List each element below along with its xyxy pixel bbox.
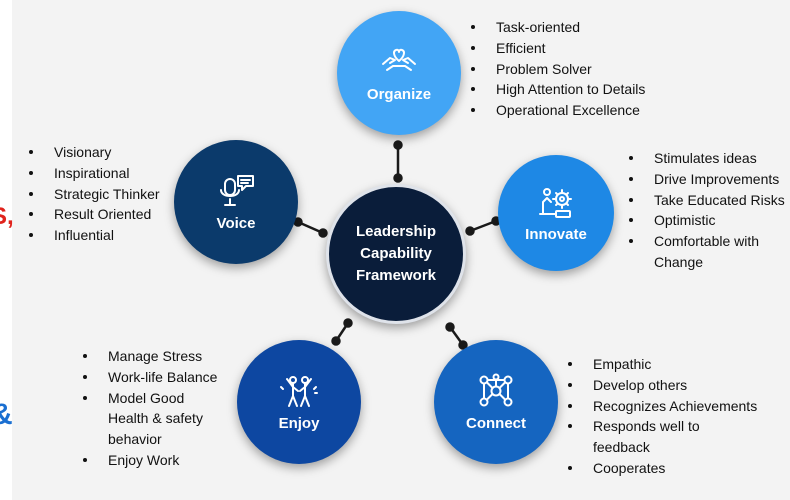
gear-idea-icon: [539, 187, 572, 218]
list-item: Comfortable with Change: [626, 231, 766, 273]
list-item: Optimistic: [626, 210, 790, 231]
connector-dot: [393, 173, 403, 183]
enjoy-node: Enjoy: [237, 340, 361, 464]
connector-dot: [393, 140, 403, 150]
list-item: Empathic: [565, 354, 775, 375]
connector-dot: [293, 217, 303, 227]
list-item: Inspirational: [26, 163, 171, 184]
organize-node: Organize: [337, 11, 461, 135]
connector-dot: [445, 322, 455, 332]
list-item: Drive Improvements: [626, 169, 790, 190]
connector-dot: [465, 226, 475, 236]
list-item: Manage Stress: [80, 346, 230, 367]
network-icon: [479, 373, 513, 406]
enjoy-list: Manage Stress Work-life Balance Model Go…: [80, 346, 230, 471]
list-item: Recognizes Achievements: [565, 396, 775, 417]
enjoy-label: Enjoy: [278, 414, 320, 432]
list-item: Take Educated Risks: [626, 190, 790, 211]
microphone-icon: [220, 174, 254, 206]
list-item: Task-oriented: [468, 17, 688, 38]
connect-label: Connect: [466, 414, 526, 432]
celebrate-icon: [280, 375, 318, 407]
list-item: Strategic Thinker: [26, 184, 171, 205]
voice-list: Visionary Inspirational Strategic Thinke…: [26, 142, 171, 246]
list-item: Efficient: [468, 38, 688, 59]
list-item: Stimulates ideas: [626, 148, 790, 169]
organize-list: Task-oriented Efficient Problem Solver H…: [468, 17, 688, 121]
list-item: Visionary: [26, 142, 171, 163]
connect-node: Connect: [434, 340, 558, 464]
voice-node: Voice: [174, 140, 298, 264]
list-item: Cooperates: [565, 458, 775, 479]
heart-hands-icon: [382, 48, 416, 71]
list-item: Influential: [26, 225, 171, 246]
center-line-3: Framework: [355, 267, 437, 284]
list-item: Enjoy Work: [80, 450, 230, 471]
innovate-node: Innovate: [498, 155, 614, 271]
center-line-1: Leadership: [355, 223, 436, 240]
organize-label: Organize: [366, 85, 432, 103]
list-item: Model Good Health & safety behavior: [80, 388, 226, 450]
innovate-label: Innovate: [525, 225, 587, 243]
voice-label: Voice: [216, 214, 256, 232]
cropped-text-fragment: &: [0, 398, 13, 432]
cropped-text-fragment: S,: [0, 203, 14, 230]
connector-dot: [318, 228, 328, 238]
list-item: High Attention to Details: [468, 79, 688, 100]
list-item: Develop others: [565, 375, 775, 396]
connector-dot: [331, 336, 341, 346]
center-line-2: Capability: [360, 245, 432, 262]
list-item: Work-life Balance: [80, 367, 230, 388]
list-item: Operational Excellence: [468, 100, 688, 121]
connector-dot: [343, 318, 353, 328]
list-item: Problem Solver: [468, 59, 688, 80]
center-title: Leadership Capability Framework: [346, 221, 446, 287]
list-item: Result Oriented: [26, 204, 171, 225]
innovate-list: Stimulates ideas Drive Improvements Take…: [626, 148, 790, 273]
connect-list: Empathic Develop others Recognizes Achie…: [565, 354, 775, 479]
center-node: Leadership Capability Framework: [326, 184, 466, 324]
list-item: Responds well to feedback: [565, 416, 715, 458]
